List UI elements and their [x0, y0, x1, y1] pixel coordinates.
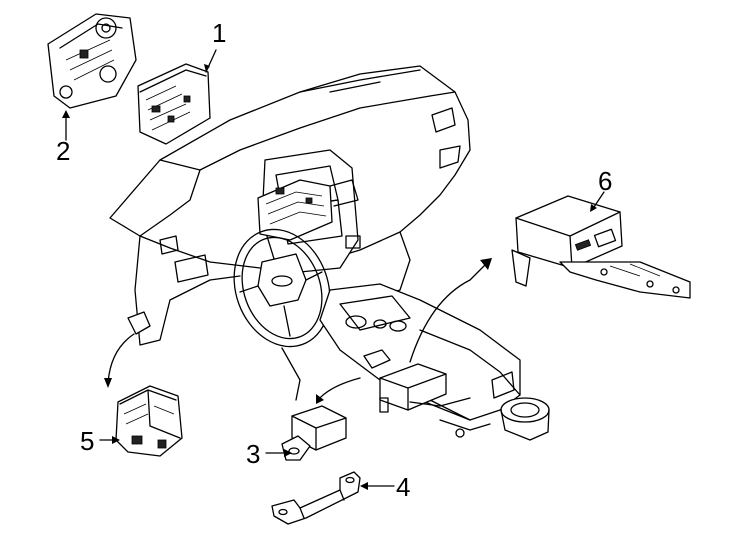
callout-4: 4: [396, 472, 411, 502]
instrument-panel: [109, 65, 471, 346]
steering-wheel: [233, 228, 331, 401]
part-2-switch-module: [47, 13, 137, 109]
part-4-bracket: [271, 471, 361, 525]
knee-connector: [127, 311, 151, 335]
center-stack-module: [257, 179, 333, 241]
callout-1: 1: [212, 18, 227, 48]
part-6-module: [511, 195, 691, 299]
leader-lines: [62, 49, 605, 490]
callout-5: 5: [80, 426, 95, 456]
callout-2: 2: [56, 136, 71, 166]
part-1-control-module: [137, 63, 211, 145]
center-console: [319, 283, 550, 441]
callout-6: 6: [598, 166, 613, 196]
console-module: [379, 363, 471, 413]
part-3-sensor: [281, 405, 347, 461]
part-5-control-unit: [115, 385, 183, 457]
callout-3: 3: [246, 439, 261, 469]
console-connector: [363, 349, 391, 369]
